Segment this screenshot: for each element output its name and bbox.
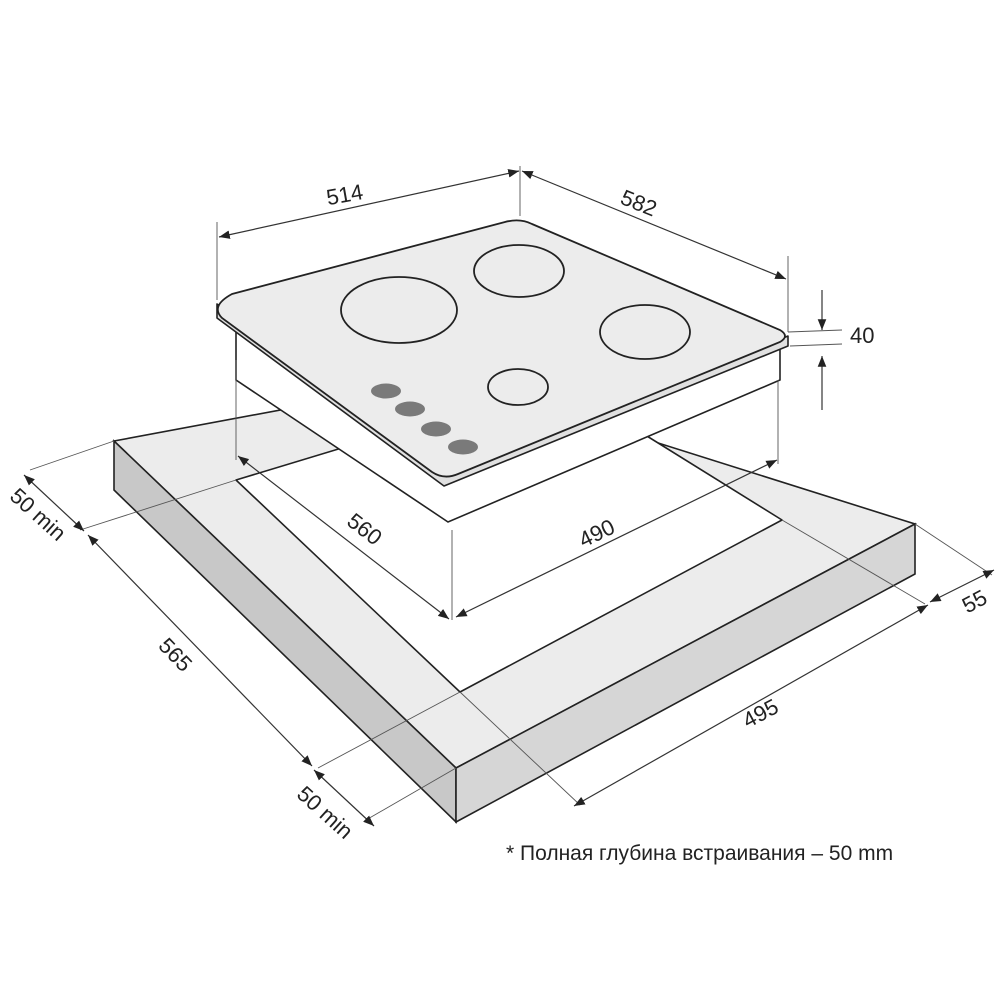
label-worktop-depth: 565	[154, 633, 197, 677]
control-knob-4	[448, 439, 478, 455]
label-worktop-edge: 55	[958, 585, 991, 619]
dim-line-490	[455, 459, 778, 618]
control-knob-1	[371, 383, 401, 399]
burner-medium-right	[599, 304, 691, 360]
burner-small	[487, 368, 549, 406]
footnote: * Полная глубина встраивания – 50 mm	[506, 842, 894, 865]
control-knob-3	[421, 421, 451, 437]
label-hob-width: 514	[324, 179, 365, 210]
extension-lines	[29, 166, 993, 821]
dim-line-565	[87, 534, 313, 767]
dimension-lines	[23, 169, 995, 827]
control-knob-2	[395, 401, 425, 417]
dim-line-560	[237, 455, 450, 620]
dim-line-50-front	[313, 769, 375, 827]
dim-line-55	[929, 569, 995, 603]
label-worktop-width: 495	[738, 694, 782, 733]
label-margin-front: 50 min	[292, 781, 358, 844]
dim-line-514	[218, 169, 520, 239]
dim-line-582	[521, 170, 787, 280]
label-hob-depth: 582	[617, 185, 660, 222]
burner-large	[340, 276, 458, 344]
dim-line-50-back	[23, 474, 85, 532]
label-hob-height: 40	[850, 323, 874, 348]
label-margin-back: 50 min	[5, 483, 71, 546]
dim-line-495	[573, 604, 929, 807]
